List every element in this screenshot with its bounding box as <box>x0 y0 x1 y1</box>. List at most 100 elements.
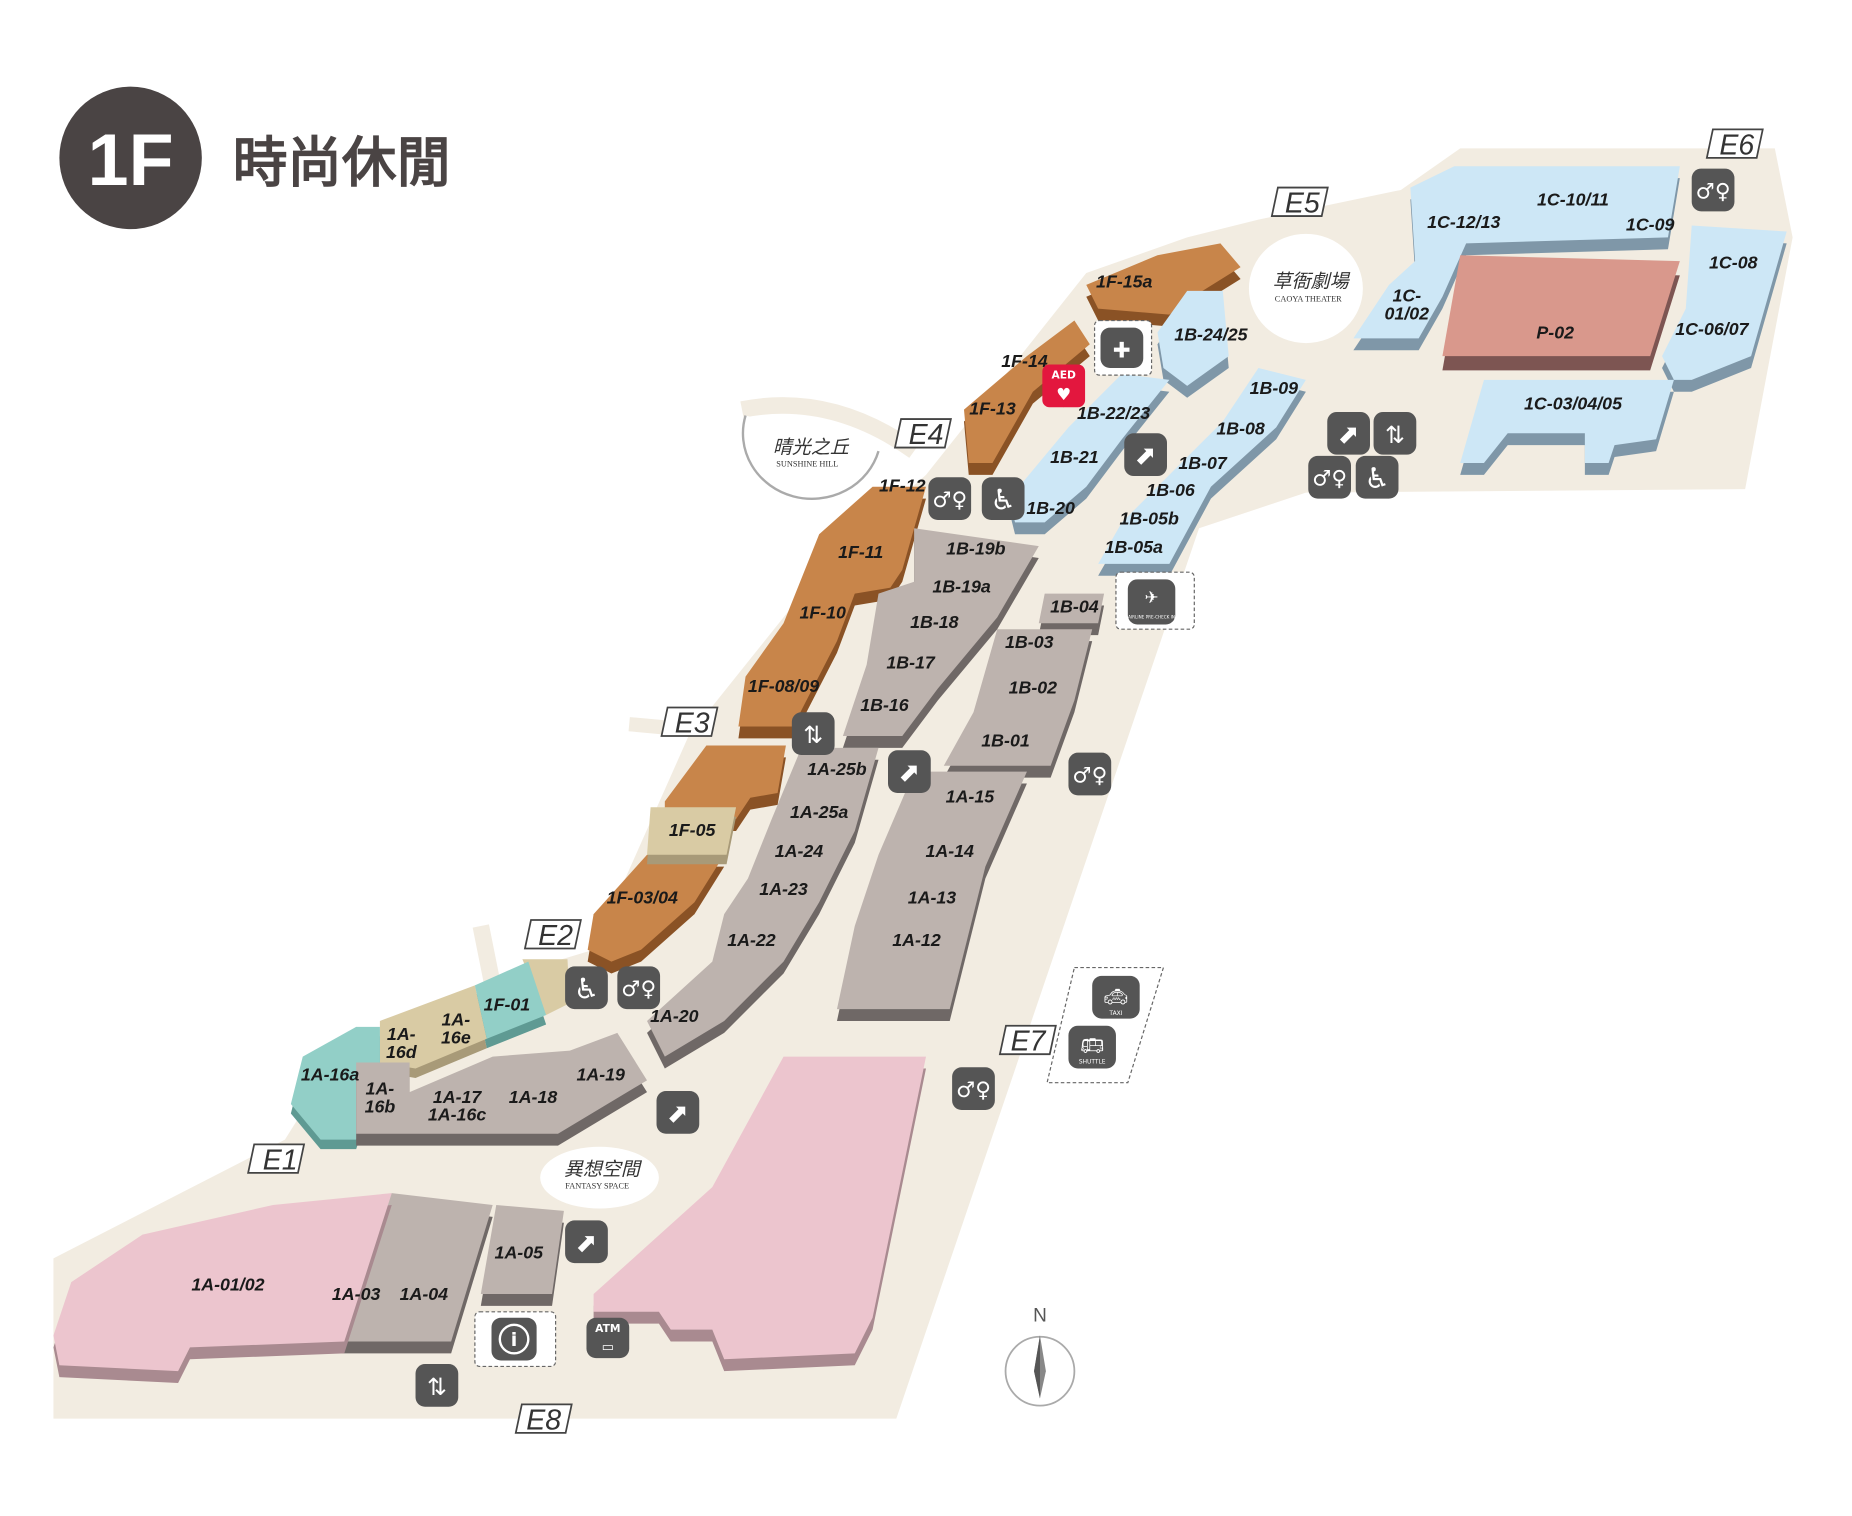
unit-label[interactable]: 16b <box>365 1096 396 1116</box>
baby-care-icon[interactable]: ✚ <box>1093 319 1153 376</box>
unit-label[interactable]: 1B-20 <box>1026 498 1075 518</box>
unit-label[interactable]: 1A-13 <box>908 887 957 907</box>
unit-label[interactable]: 1B-02 <box>1009 677 1058 697</box>
taxi-icon[interactable]: 🚕︎TAXI <box>1092 975 1140 1019</box>
unit-label[interactable]: 1A-17 <box>433 1087 483 1107</box>
restroom-icon[interactable]: ♂♀ <box>1308 455 1352 499</box>
entrance-e4[interactable]: E4 <box>893 418 952 451</box>
entrance-e8[interactable]: E8 <box>514 1403 573 1436</box>
restroom-icon[interactable]: ♂♀ <box>928 477 972 520</box>
escalator-icon[interactable]: ⬈ <box>656 1090 700 1134</box>
unit-label[interactable]: 1A- <box>442 1010 471 1030</box>
info-icon[interactable]: i <box>474 1311 557 1368</box>
unit-label[interactable]: 1F-12 <box>879 475 926 495</box>
unit-label[interactable]: 1A-25b <box>807 759 866 779</box>
aed-icon[interactable]: AED♥ <box>1042 364 1086 408</box>
restroom-icon[interactable]: ♂♀ <box>952 1067 995 1110</box>
unit-label[interactable]: 1B-05a <box>1105 537 1163 557</box>
unit-label[interactable]: 1B-21 <box>1050 447 1098 467</box>
wheelchair-icon[interactable]: ♿ <box>1355 455 1399 499</box>
unit-label[interactable]: 1A- <box>366 1079 395 1099</box>
unit-label[interactable]: 1A-22 <box>727 930 776 950</box>
restroom-icon[interactable]: ♂♀ <box>617 966 661 1010</box>
unit-label[interactable]: 1C-08 <box>1709 252 1758 272</box>
unit-label[interactable]: 1B-07 <box>1178 453 1228 473</box>
unit-label[interactable]: 1F-03/04 <box>607 887 678 907</box>
svg-text:⇅: ⇅ <box>803 721 823 749</box>
unit-label[interactable]: 1A-20 <box>650 1006 699 1026</box>
airline-checkin-icon[interactable]: ✈AIRLINE PRE-CHECK IN <box>1115 571 1195 630</box>
unit-label[interactable]: 1B-18 <box>910 612 959 632</box>
svg-text:TAXI: TAXI <box>1108 1010 1122 1017</box>
unit-label[interactable]: 1A-05 <box>495 1242 545 1262</box>
escalator-icon[interactable]: ⬈ <box>888 750 931 794</box>
unit-label[interactable]: 1F-15a <box>1096 271 1152 291</box>
unit-label[interactable]: 1A-14 <box>926 841 975 861</box>
unit-label[interactable]: 1B-24/25 <box>1174 325 1248 345</box>
wheelchair-icon[interactable]: ♿ <box>565 966 608 1010</box>
unit-label[interactable]: 1A-04 <box>400 1284 449 1304</box>
elevator-icon[interactable]: ⇅ <box>1373 411 1417 455</box>
restroom-icon[interactable]: ♂♀ <box>1691 168 1735 212</box>
unit-label[interactable]: P-02 <box>1536 322 1574 342</box>
entrance-e3[interactable]: E3 <box>660 706 719 739</box>
unit-label[interactable]: 1B-05b <box>1120 509 1179 529</box>
unit-label[interactable]: 1F-13 <box>969 398 1016 418</box>
unit-label[interactable]: 1A-18 <box>509 1087 558 1107</box>
unit-label[interactable]: 1B-03 <box>1005 632 1054 652</box>
unit-label[interactable]: 1C-03/04/05 <box>1524 394 1623 414</box>
unit-label[interactable]: 1A-16a <box>301 1064 359 1084</box>
restroom-icon[interactable]: ♂♀ <box>1068 752 1112 796</box>
unit-label[interactable]: 1B-04 <box>1050 597 1099 617</box>
unit-label[interactable]: 1A-16c <box>428 1105 486 1125</box>
unit-label[interactable]: 1A-25a <box>790 802 848 822</box>
entrance-e2[interactable]: E2 <box>523 919 582 952</box>
unit-label[interactable]: 1B-01 <box>981 731 1029 751</box>
unit-label[interactable]: 1A-24 <box>775 841 824 861</box>
unit-label[interactable]: 1A- <box>387 1024 416 1044</box>
caoya-theater[interactable]: 草衙劇場 CAOYA THEATER <box>1248 233 1363 344</box>
unit-label[interactable]: 1A-15 <box>946 787 996 807</box>
unit-label[interactable]: 1C- <box>1392 286 1421 306</box>
unit-label[interactable]: 1A-12 <box>892 930 941 950</box>
unit-label[interactable]: 1B-16 <box>860 695 909 715</box>
fantasy-space[interactable]: 異想空間 FANTASY SPACE <box>540 1146 659 1209</box>
elevator-icon[interactable]: ⇅ <box>791 712 835 756</box>
entrance-e5[interactable]: E5 <box>1270 186 1329 220</box>
unit-label[interactable]: 1C-06/07 <box>1675 319 1749 339</box>
unit-label[interactable]: 16d <box>386 1042 418 1062</box>
unit-label[interactable]: 1B-06 <box>1146 480 1195 500</box>
shuttle-icon[interactable]: 🚌︎SHUTTLE <box>1068 1025 1116 1069</box>
unit-label[interactable]: 1F-08/09 <box>748 676 819 696</box>
entrance-e1[interactable]: E1 <box>247 1143 306 1176</box>
unit-label[interactable]: 1F-10 <box>799 603 846 623</box>
unit-label[interactable]: 1A-23 <box>759 879 808 899</box>
unit-label[interactable]: 1F-11 <box>838 542 883 562</box>
unit-label[interactable]: 1B-22/23 <box>1077 403 1150 423</box>
escalator-icon[interactable]: ⬈ <box>565 1220 608 1264</box>
unit-label[interactable]: 1A-01/02 <box>191 1274 264 1294</box>
escalator-icon[interactable]: ⬈ <box>1124 433 1167 477</box>
unit-label[interactable]: 1F-01 <box>484 994 531 1014</box>
unit-label[interactable]: 1C-12/13 <box>1427 212 1500 232</box>
unit-label[interactable]: 1F-05 <box>669 820 717 840</box>
sunshine-hill[interactable]: 晴光之丘 SUNSHINE HILL <box>741 415 880 500</box>
unit-label[interactable]: 1A-19 <box>576 1064 625 1084</box>
unit-label[interactable]: 1B-09 <box>1250 378 1299 398</box>
unit-label[interactable]: 1B-08 <box>1216 418 1265 438</box>
elevator-icon[interactable]: ⇅ <box>415 1364 459 1407</box>
unit-label[interactable]: 1B-19b <box>946 538 1005 558</box>
unit-label[interactable]: 1F-14 <box>1001 351 1048 371</box>
unit-label[interactable]: 1C-10/11 <box>1537 189 1609 209</box>
entrance-e7[interactable]: E7 <box>998 1024 1057 1058</box>
unit-label[interactable]: 01/02 <box>1385 303 1430 323</box>
unit-label[interactable]: 1A-03 <box>332 1284 381 1304</box>
wheelchair-icon[interactable]: ♿ <box>981 477 1025 520</box>
atm-icon[interactable]: ATM▭ <box>586 1317 630 1359</box>
unit-label[interactable]: 1B-17 <box>886 652 936 672</box>
escalator-icon[interactable]: ⬈ <box>1327 411 1370 455</box>
unit-label[interactable]: 16e <box>441 1028 471 1048</box>
unit-label[interactable]: 1C-09 <box>1626 214 1675 234</box>
unit-label[interactable]: 1B-19a <box>932 576 990 596</box>
entrance-e6[interactable]: E6 <box>1705 128 1764 161</box>
